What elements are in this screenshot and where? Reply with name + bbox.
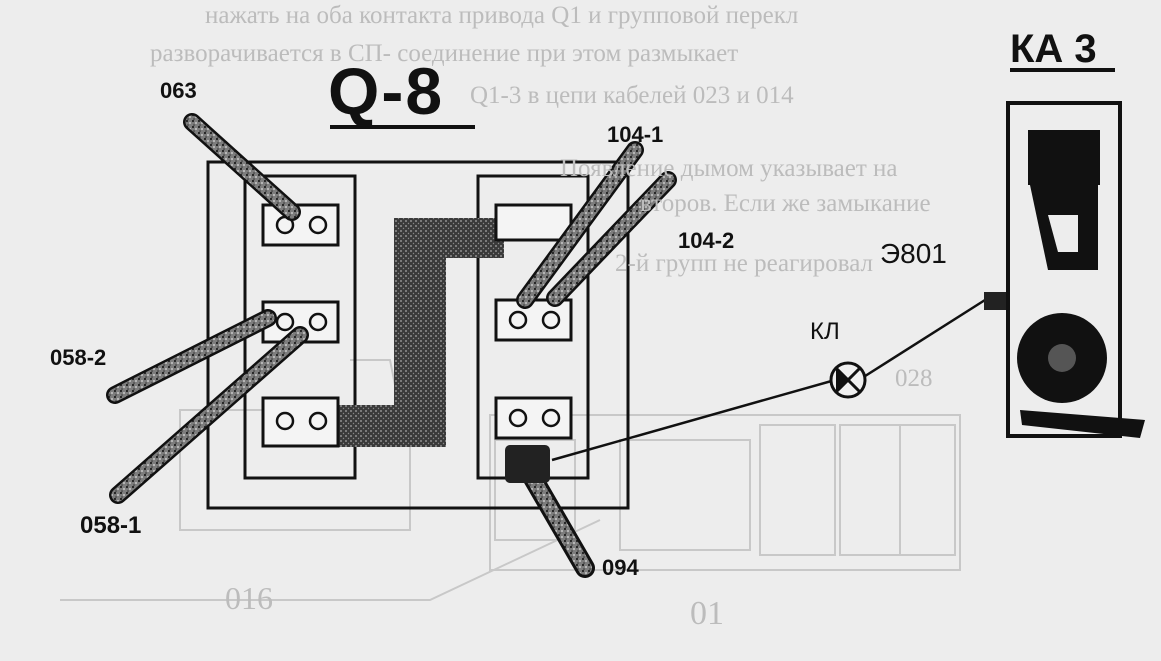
cable-label-058-2: 058-2	[50, 345, 107, 370]
background-text-line-2: разворачивается в СП- соединение при это…	[150, 40, 739, 67]
cable-058-1	[109, 326, 309, 504]
background-text-line-1: нажать на оба контакта привода Q1 и груп…	[205, 2, 799, 29]
terminal-right-upper	[494, 203, 573, 242]
kl-label: КЛ	[810, 318, 840, 345]
cable-label-094: 094	[602, 555, 639, 580]
cable-label-104-2: 104-2	[678, 228, 735, 253]
e801-label: Э801	[880, 238, 947, 269]
terminal-left-bottom	[261, 396, 340, 448]
terminal-left-top	[261, 203, 340, 247]
cable-094	[505, 445, 595, 578]
background-text-line-3: Q1-3 в цепи кабелей 023 и 014	[470, 82, 794, 109]
cable-label-058-1: 058-1	[80, 512, 142, 539]
cable-058-2	[106, 309, 277, 404]
kl-diode-icon	[829, 361, 867, 399]
diagram-title: Q-8	[328, 54, 445, 128]
terminal-right-bottom	[494, 396, 573, 440]
device-title: КА 3	[1010, 27, 1097, 71]
background-label-01: 01	[690, 595, 724, 632]
cable-063	[183, 113, 301, 221]
relay-ka3	[984, 101, 1145, 438]
cable-label-104-1: 104-1	[607, 122, 664, 147]
cable-104-2	[546, 171, 677, 307]
terminal-right-top	[494, 298, 573, 342]
background-text-line-6: 2-й групп не реагировал	[615, 250, 874, 277]
busbar	[338, 218, 504, 447]
control-wire	[551, 298, 986, 462]
background-text-line-5: второв. Если же замыкание	[640, 190, 931, 217]
background-text-line-4: Появление дымом указывает на	[560, 155, 898, 182]
background-label-028: 028	[895, 365, 933, 392]
cable-104-1	[516, 141, 644, 309]
background-label-016: 016	[225, 580, 273, 616]
cable-label-063: 063	[160, 78, 197, 103]
